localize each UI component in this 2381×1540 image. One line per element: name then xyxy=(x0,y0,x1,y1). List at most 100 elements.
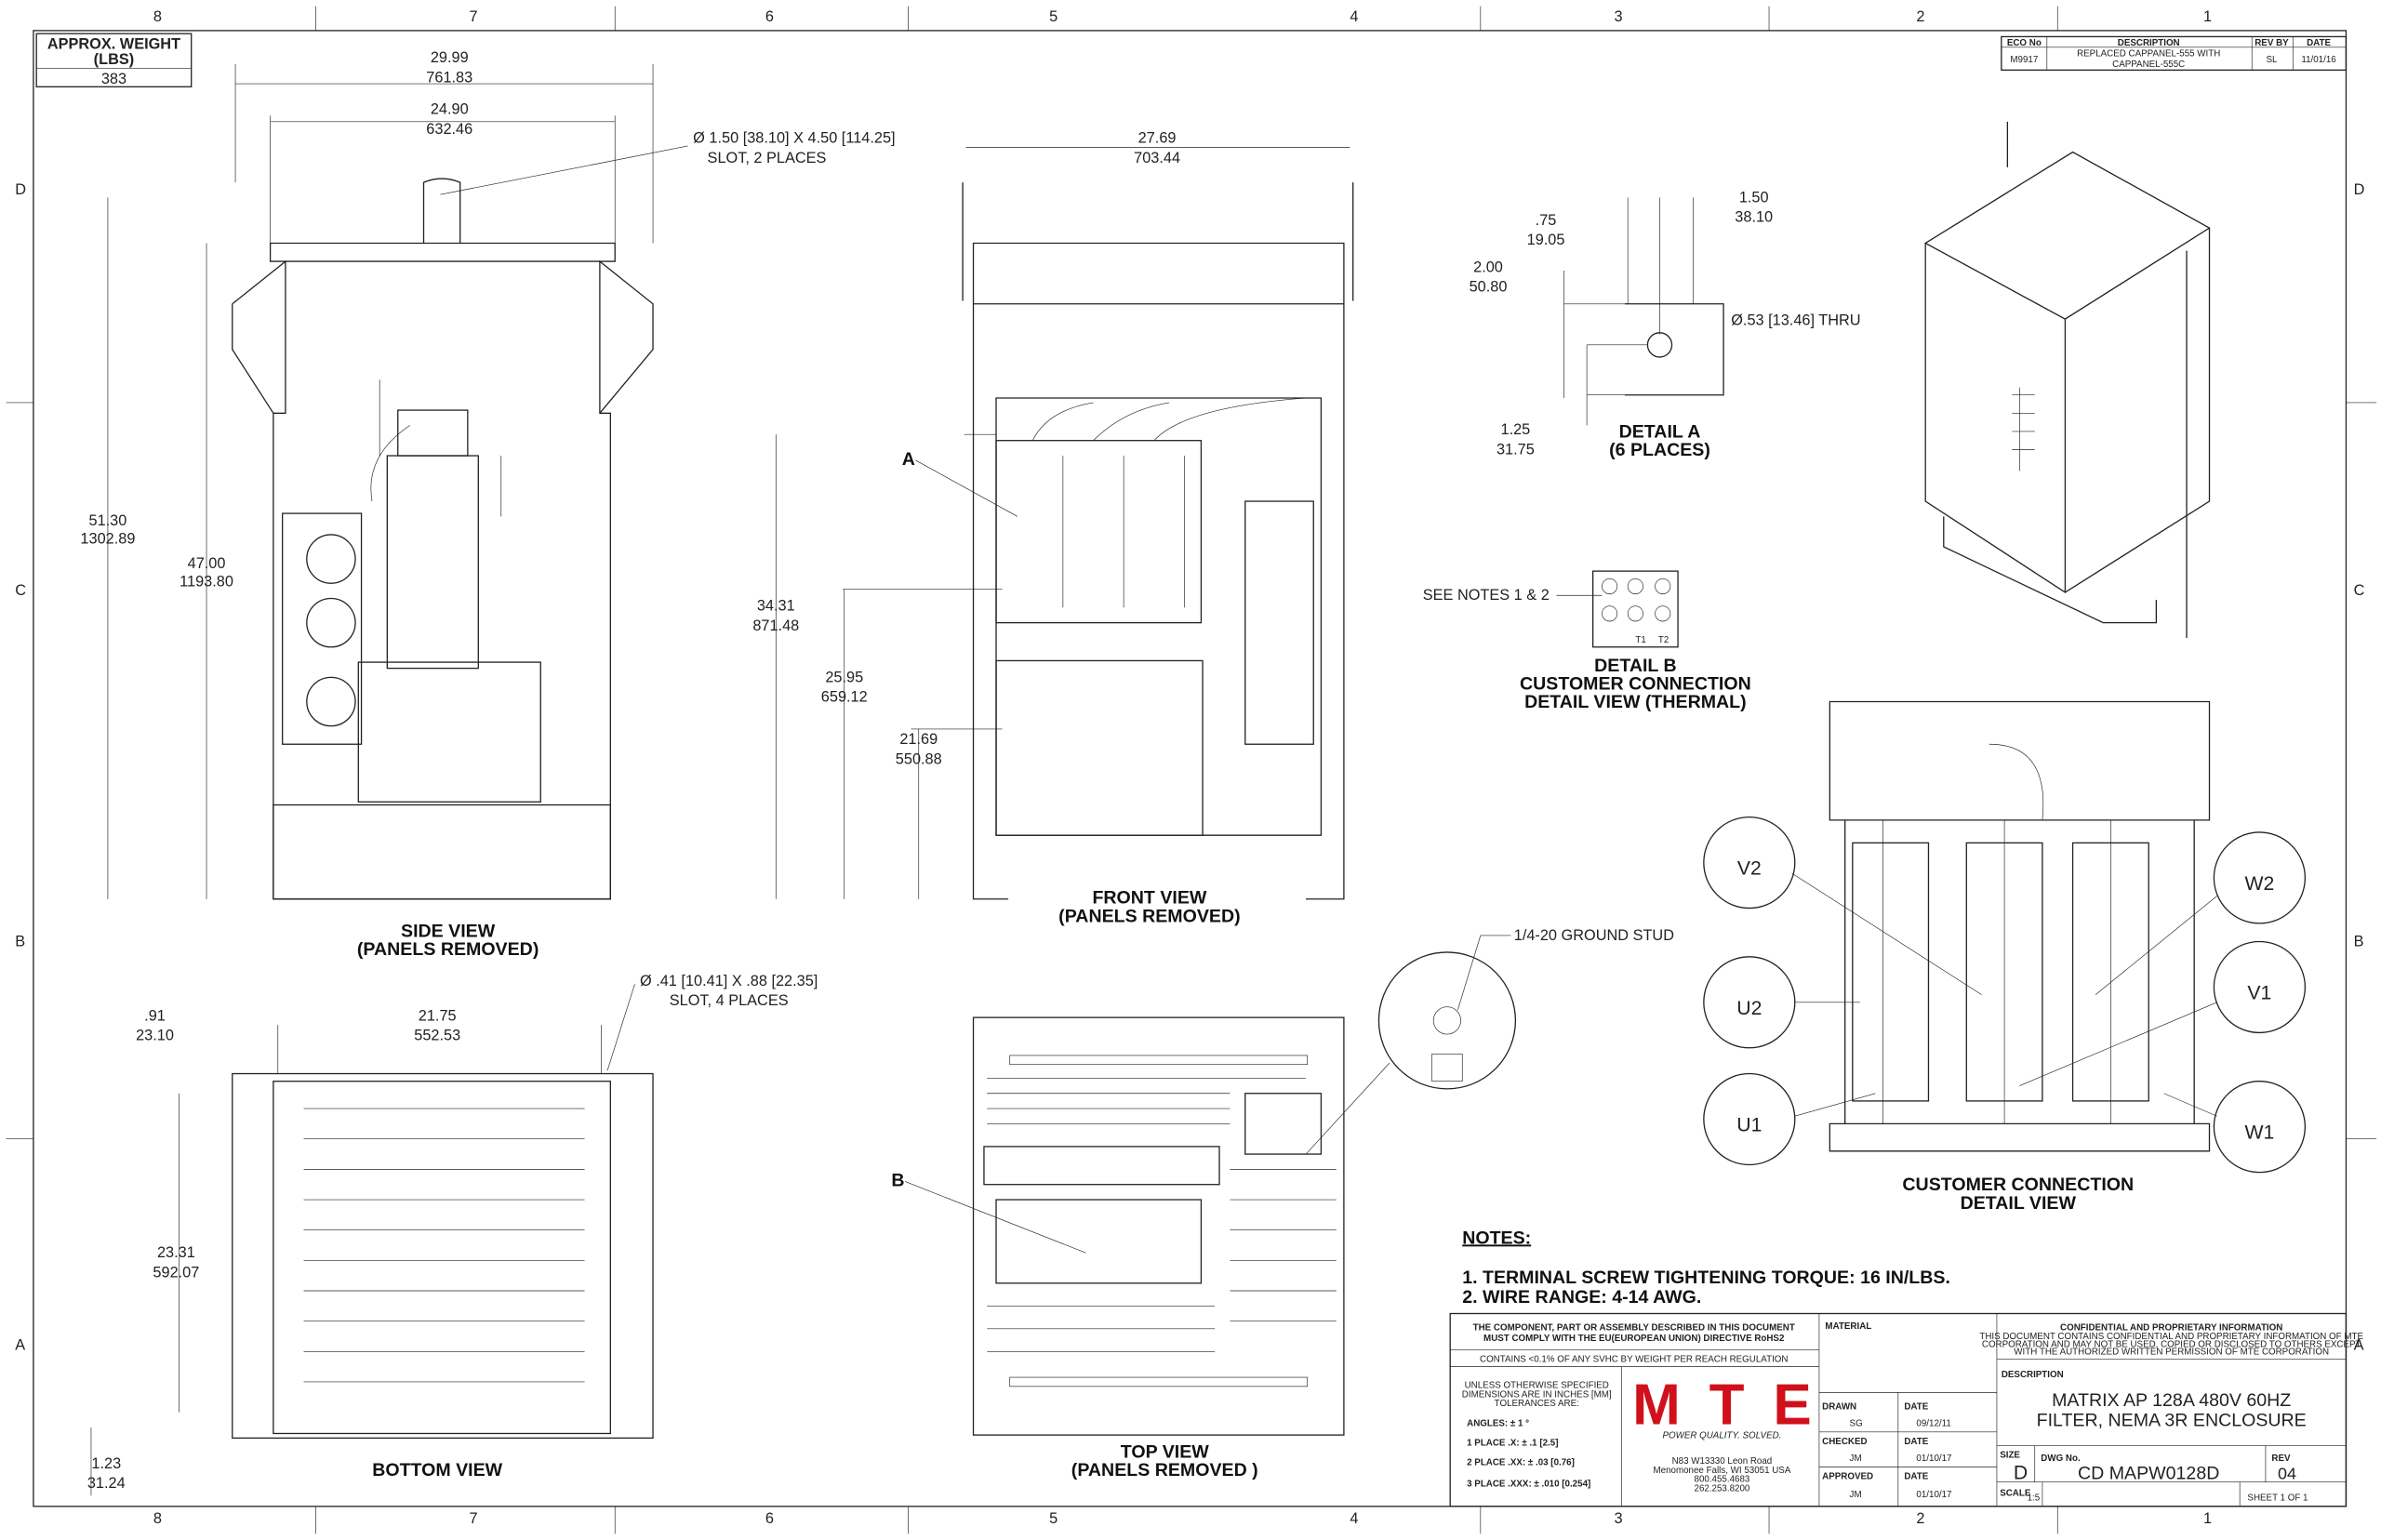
detail_b-t2: T2 xyxy=(1658,635,1669,645)
zone-col: 5 xyxy=(1049,8,1057,25)
eco-number: M9917 xyxy=(2010,55,2038,65)
bottom_view-dims-bmm: 552.53 xyxy=(414,1028,460,1044)
revision-number: 04 xyxy=(2278,1464,2296,1482)
revision-headers-1: DESCRIPTION xyxy=(2118,38,2180,48)
isometric-view xyxy=(1923,121,2211,638)
zone-row: D xyxy=(15,181,26,198)
detail_a-dims-cmm: 50.80 xyxy=(1470,279,1508,296)
detail_a-dims-bmm: 38.10 xyxy=(1735,209,1773,226)
front_view-title2: (PANELS REMOVED) xyxy=(1058,906,1240,926)
note-item: 2. WIRE RANGE: 4-14 AWG. xyxy=(1462,1287,1701,1308)
weight-unit: (LBS) xyxy=(94,51,134,68)
title_block-drawn: SG xyxy=(1850,1418,1863,1428)
bottom-view: .91 23.10 21.75 552.53 23.31 592.07 1.23… xyxy=(87,973,818,1496)
bottom_view-slot1: Ø .41 [10.41] X .88 [22.35] xyxy=(640,973,818,989)
side_view-slot2: SLOT, 2 PLACES xyxy=(708,150,827,166)
zone-col: 1 xyxy=(2203,1510,2212,1527)
front_view-dims-wmm: 703.44 xyxy=(1134,150,1180,166)
customer-connection-title: CUSTOMER CONNECTION xyxy=(1902,1175,2134,1195)
zone-col: 6 xyxy=(765,8,774,25)
title_block-conf2: CORPORATION AND MAY NOT BE USED, COPIED … xyxy=(1982,1339,2361,1349)
title_block-date_label: DATE xyxy=(1904,1471,1928,1481)
side_view-title2: (PANELS REMOVED) xyxy=(357,939,539,960)
bottom_view-dims-b: 21.75 xyxy=(419,1007,457,1024)
zone-col: 3 xyxy=(1615,8,1623,25)
front_view-dims-h2: 25.95 xyxy=(825,669,863,685)
title_block-desc_label: DESCRIPTION xyxy=(2002,1370,2064,1380)
detail-b-title: DETAIL B xyxy=(1594,656,1676,676)
side_view-dims-w1: 29.99 xyxy=(431,49,469,66)
title_block-place1: 1 PLACE .X: ± .1 [2.5] xyxy=(1467,1439,1558,1449)
callout-a: A xyxy=(902,449,915,470)
detail-a-title: DETAIL A xyxy=(1619,421,1701,442)
title_block-size: D xyxy=(2014,1462,2028,1483)
notes-title: NOTES: xyxy=(1462,1228,1531,1248)
title_block-addr3: 800.455.4683 xyxy=(1695,1475,1750,1485)
side_view-dims-w2: 24.90 xyxy=(431,101,469,118)
zone-col: 6 xyxy=(765,1510,774,1527)
zone-row: C xyxy=(2354,582,2365,599)
title_block-addr2: Menomonee Falls, WI 53051 USA xyxy=(1653,1466,1790,1476)
front_view-dims-h3mm: 550.88 xyxy=(896,750,942,767)
zone-col: 4 xyxy=(1350,8,1358,25)
zone-col: 3 xyxy=(1615,1510,1623,1527)
zone-row: C xyxy=(15,582,26,599)
customer-connection-view: V2 U2 U1 W2 V1 W1 CUSTOMER CONNECTION DE… xyxy=(1703,700,2307,1214)
title_block-sheet: SHEET 1 OF 1 xyxy=(2247,1493,2308,1503)
side_view-dims-h2mm: 1193.80 xyxy=(180,573,233,590)
detail_b-t1: T1 xyxy=(1635,635,1645,645)
side_view-dims-w2mm: 632.46 xyxy=(426,121,472,138)
zone-row: D xyxy=(2354,181,2365,198)
notes: NOTES: 1. TERMINAL SCREW TIGHTENING TORQ… xyxy=(1462,1228,1950,1308)
detail_a-dims-c: 2.00 xyxy=(1473,259,1503,275)
zone-col: 8 xyxy=(153,1510,162,1527)
detail_b-title2: CUSTOMER CONNECTION xyxy=(1520,673,1751,694)
zone-col: 5 xyxy=(1049,1510,1057,1527)
weight-box: APPROX. WEIGHT (LBS) 383 xyxy=(35,33,193,87)
revision-row-desc2: CAPPANEL-555C xyxy=(2112,60,2185,70)
front-view: 27.69 703.44 34.31 871.48 25.95 659.12 2… xyxy=(752,130,1354,926)
detail_a-hole: Ø.53 [13.46] THRU xyxy=(1731,312,1860,329)
title_block-checked: JM xyxy=(1850,1454,1862,1464)
title_block-rohs1: THE COMPONENT, PART OR ASSEMBLY DESCRIBE… xyxy=(1473,1322,1795,1333)
front_view-dims-h1mm: 871.48 xyxy=(752,617,799,634)
bottom_view-dims-d: 1.23 xyxy=(91,1455,121,1472)
bottom_view-dims-a: .91 xyxy=(144,1007,166,1024)
title_block-conf3: WITH THE AUTHORIZED WRITTEN PERMISSION O… xyxy=(2014,1348,2329,1358)
title_block-rohs2: MUST COMPLY WITH THE EU(EUROPEAN UNION) … xyxy=(1483,1334,1785,1344)
zone-col: 2 xyxy=(1916,1510,1924,1527)
title_block-tol2: DIMENSIONS ARE IN INCHES [MM] xyxy=(1462,1389,1612,1400)
side_view-dims-h1: 51.30 xyxy=(89,512,127,529)
terminal-w1: W1 xyxy=(2244,1122,2274,1144)
mte-logo: MTE xyxy=(1632,1374,1812,1438)
detail_b-see_notes: SEE NOTES 1 & 2 xyxy=(1423,587,1550,604)
zone-col: 8 xyxy=(153,8,162,25)
callout-b: B xyxy=(891,1170,904,1190)
zone-markers: 8 7 6 5 4 3 2 1 8 7 6 5 4 3 2 1 D C B A … xyxy=(6,6,2377,1534)
title_block-date_label: DATE xyxy=(1904,1437,1928,1447)
title_block-angles: ANGLES: ± 1 ° xyxy=(1467,1418,1529,1428)
zone-col: 1 xyxy=(2203,8,2212,25)
side_view-dims-h1mm: 1302.89 xyxy=(80,531,135,548)
terminal-v1: V1 xyxy=(2247,983,2271,1004)
title_block-reach: CONTAINS <0.1% OF ANY SVHC BY WEIGHT PER… xyxy=(1480,1355,1788,1365)
top-view-title: TOP VIEW xyxy=(1121,1442,1210,1463)
drawing-description: MATRIX AP 128A 480V 60HZ xyxy=(2052,1390,2291,1411)
detail-a: .75 19.05 1.50 38.10 2.00 50.80 1.25 31.… xyxy=(1470,189,1861,460)
ground-stud-label: 1/4-20 GROUND STUD xyxy=(1514,927,1674,944)
terminal-v2: V2 xyxy=(1737,858,1762,880)
zone-col: 2 xyxy=(1916,8,1924,25)
revision-row-by: SL xyxy=(2266,55,2278,65)
front_view-dims-w: 27.69 xyxy=(1138,130,1177,147)
top_view-title2: (PANELS REMOVED ) xyxy=(1071,1460,1258,1480)
detail_a-dims-a: .75 xyxy=(1536,212,1557,229)
detail_a-dims-b: 1.50 xyxy=(1739,189,1769,206)
title_block-size_label: SIZE xyxy=(2000,1451,2020,1461)
title_block-drawn_label: DRAWN xyxy=(1822,1401,1856,1412)
zone-row: A xyxy=(2354,1337,2364,1354)
front-view-title: FRONT VIEW xyxy=(1092,888,1206,909)
revision-headers-3: DATE xyxy=(2307,38,2331,48)
title_block-place2: 2 PLACE .XX: ± .03 [0.76] xyxy=(1467,1458,1575,1468)
title_block-tol3: TOLERANCES ARE: xyxy=(1495,1399,1579,1409)
zone-row: B xyxy=(15,933,25,949)
